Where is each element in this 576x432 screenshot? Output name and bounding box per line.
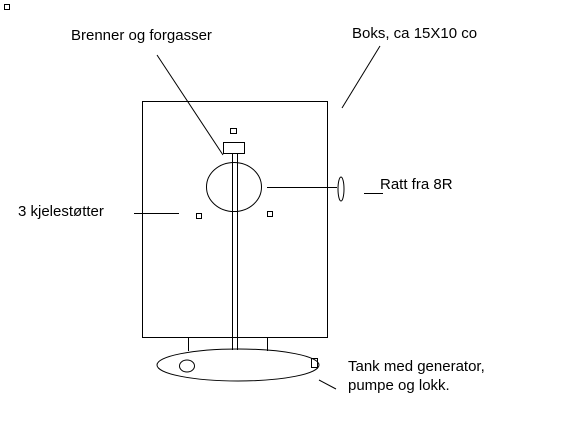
wheel-ellipse (337, 176, 345, 202)
tank-pump (311, 358, 318, 368)
boiler-support-right (267, 211, 273, 217)
leader-burner (156, 54, 224, 156)
label-burner: Brenner og forgasser (71, 27, 212, 44)
corner-marker (4, 4, 10, 10)
label-tank-line1: Tank med generator, (348, 358, 485, 375)
tank-cap (179, 359, 195, 373)
boiler-ellipse (206, 162, 262, 212)
label-box: Boks, ca 15X10 co (352, 25, 477, 42)
burner-carburetor (223, 142, 245, 154)
boiler-support-left (196, 213, 202, 219)
burner-top-square (230, 128, 237, 134)
tank-ellipse (156, 348, 320, 382)
label-supports: 3 kjelestøtter (18, 203, 104, 220)
leader-tank (318, 379, 337, 390)
label-tank-line2: pumpe og lokk. (348, 377, 450, 394)
leader-box (341, 45, 381, 109)
box-outline (142, 101, 328, 338)
label-wheel: Ratt fra 8R (380, 176, 453, 193)
